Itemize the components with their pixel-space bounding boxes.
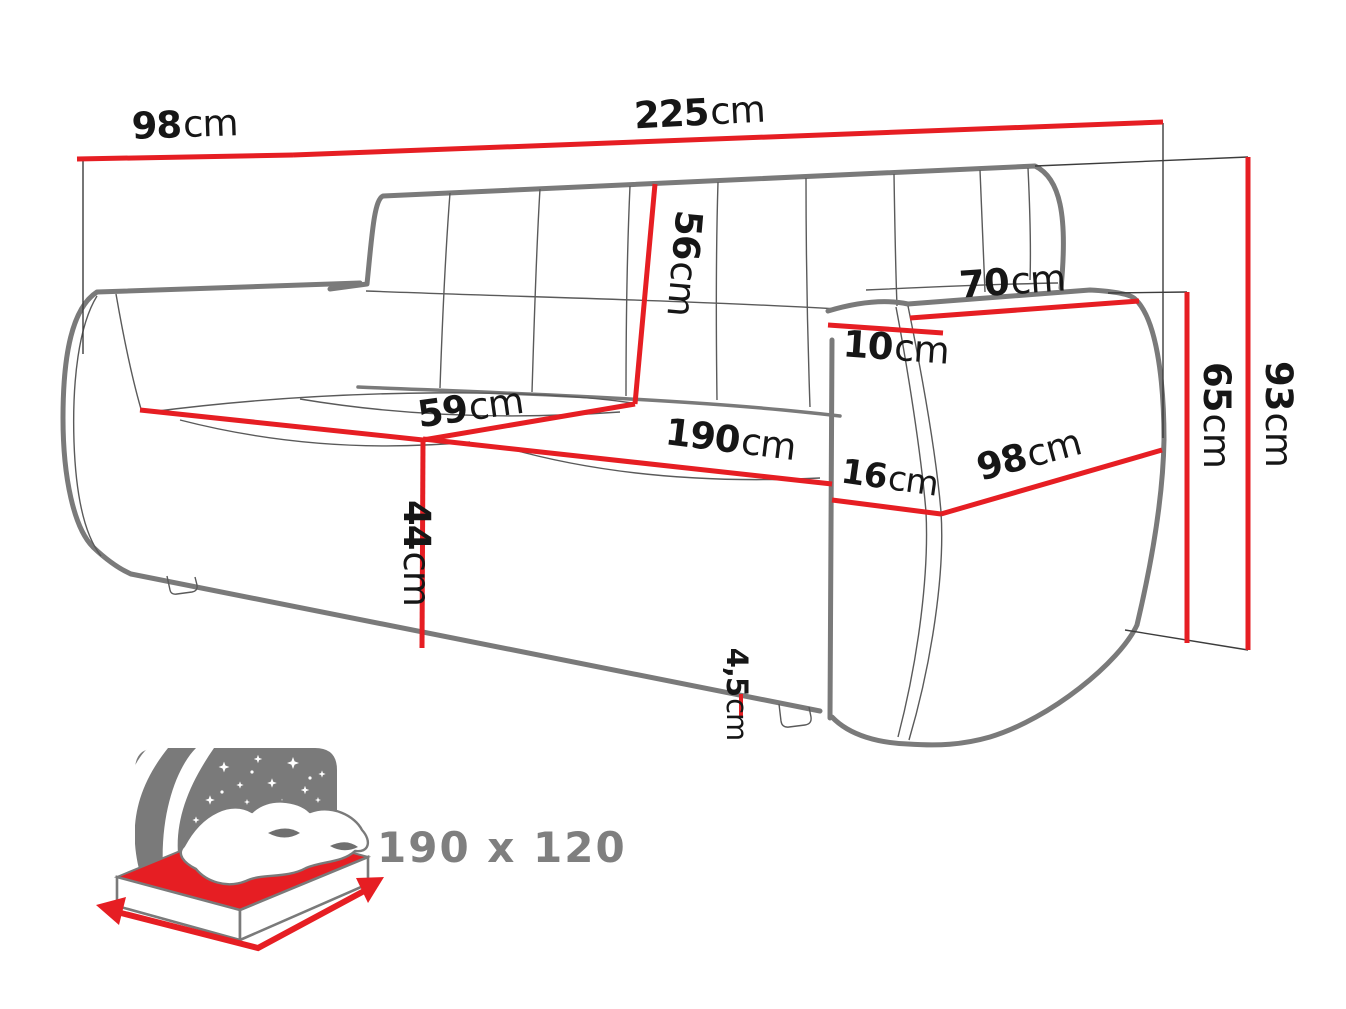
bed-dimension-arrows-line (120, 887, 368, 952)
arrowhead-left-icon (96, 897, 126, 925)
dim-armrest-top-width-label: 10cm (842, 322, 951, 372)
sleeping-function-icon: 190 x 120 (96, 748, 627, 952)
dim-armrest-side-depth: 98cm (940, 420, 1163, 517)
dim-armrest-height-label: 65cm (1195, 362, 1238, 468)
moonlight-swoosh-small (162, 748, 214, 870)
dim-back-depth-top: 98cm (76, 101, 294, 162)
pillow-shadow-1 (268, 828, 300, 838)
dimension-extension-lines (82, 123, 1249, 651)
dim-seat-height-label: 44cm (395, 500, 438, 606)
dim-armrest-front-width: 16cm (831, 452, 942, 517)
dim-leg-height-label: 4,5cm (720, 648, 754, 741)
pillow-shadow-2 (330, 842, 358, 851)
dim-armrest-height: 65cm (1184, 292, 1238, 643)
dim-seat-width-label: 190cm (663, 410, 798, 469)
dim-seat-depth-label: 59cm (415, 379, 526, 436)
dim-backrest-height: 56cm (632, 183, 710, 405)
dim-total-height-label: 93cm (1257, 361, 1300, 467)
backrest-tufting-seams (365, 167, 1059, 408)
blanket-and-pillows (179, 800, 370, 886)
moonlight-swoosh-large (118, 748, 168, 873)
base-bottom-edge (128, 571, 823, 714)
sleeping-area-label: 190 x 120 (377, 823, 627, 872)
backrest-bottom-edge (356, 385, 842, 418)
dim-seat-depth: 59cm (139, 379, 636, 443)
dim-seat-width: 190cm (422, 410, 833, 487)
dim-armrest-front-width-label: 16cm (839, 452, 941, 505)
dim-armrest-top-width: 10cm (827, 322, 951, 373)
dim-back-depth-top-label: 98cm (131, 101, 238, 148)
front-right-leg (778, 703, 812, 728)
dim-total-width-label: 225cm (633, 88, 766, 138)
dim-backrest-height-label: 56cm (658, 208, 710, 317)
left-armrest-outline (60, 280, 363, 577)
right-armrest-front-seam-2 (895, 306, 928, 738)
right-armrest-inner-edge (827, 337, 835, 721)
dim-total-width: 225cm (292, 88, 1164, 158)
dim-armrest-length: 70cm (909, 256, 1140, 321)
dim-seat-height: 44cm (395, 439, 438, 649)
dim-leg-height: 4,5cm (720, 648, 754, 741)
left-armrest-front-seam (72, 295, 102, 557)
arrowhead-right-icon (356, 877, 384, 903)
right-armrest-outline (825, 287, 1167, 748)
front-left-leg (166, 575, 198, 595)
left-armrest-inner-edge (115, 293, 142, 410)
dim-total-height: 93cm (1245, 157, 1300, 650)
dim-armrest-length-label: 70cm (958, 256, 1067, 306)
